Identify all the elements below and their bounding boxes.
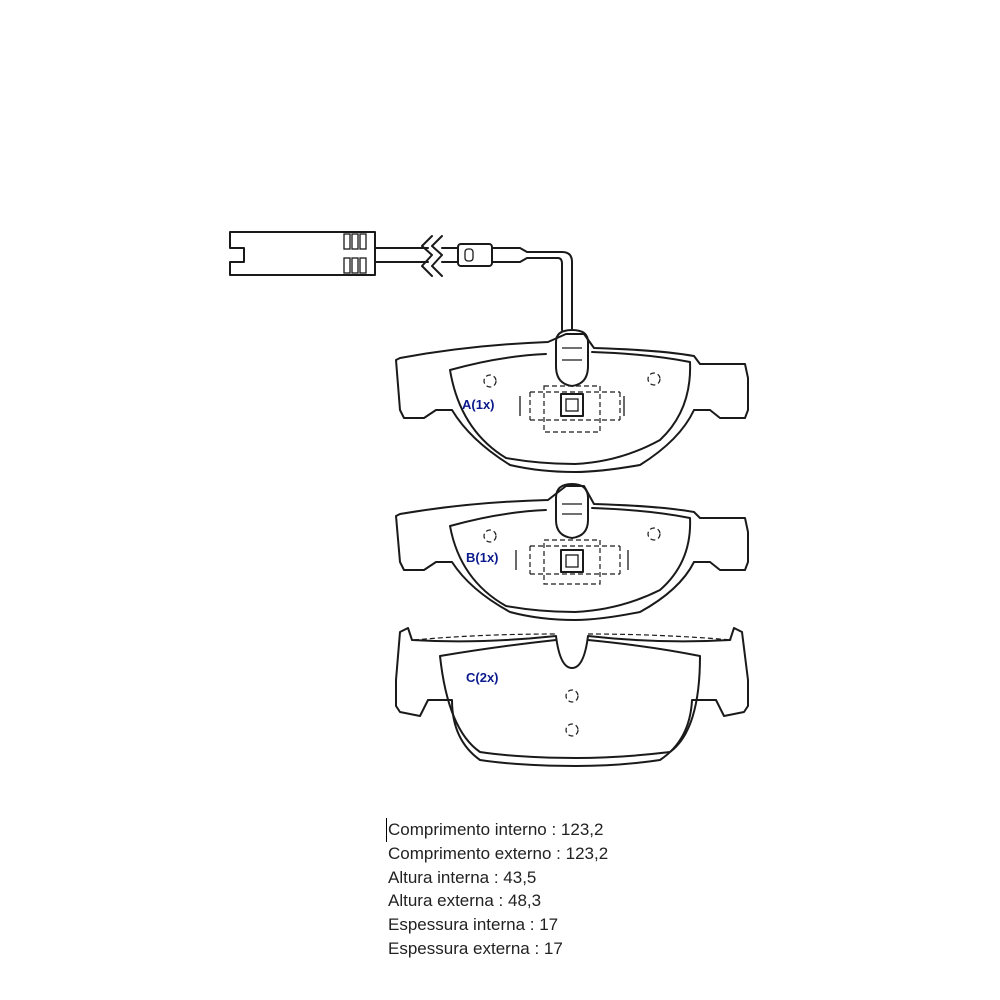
wear-sensor-cable bbox=[374, 235, 573, 331]
spec-espessura-interna: Espessura interna : 17 bbox=[388, 915, 559, 935]
wear-sensor-connector bbox=[229, 231, 376, 276]
pad-b-label: B(1x) bbox=[466, 550, 499, 565]
spec-espessura-externa: Espessura externa : 17 bbox=[388, 938, 563, 958]
brake-pad-a: A(1x) bbox=[395, 329, 749, 473]
pad-a-label: A(1x) bbox=[462, 397, 495, 412]
spec-altura-interna: Altura interna : 43,5 bbox=[388, 867, 537, 887]
spec-comprimento-externo: Comprimento externo : 123,2 bbox=[388, 843, 609, 863]
brake-pad-c: C(2x) bbox=[395, 627, 749, 767]
spec-altura-externa: Altura externa : 48,3 bbox=[388, 891, 542, 911]
specifications-list: Comprimento interno : 123,2 Comprimento … bbox=[386, 818, 608, 961]
pad-c-label: C(2x) bbox=[466, 670, 499, 685]
brake-pad-b: B(1x) bbox=[395, 483, 749, 621]
spec-comprimento-interno: Comprimento interno : 123,2 bbox=[386, 818, 608, 842]
